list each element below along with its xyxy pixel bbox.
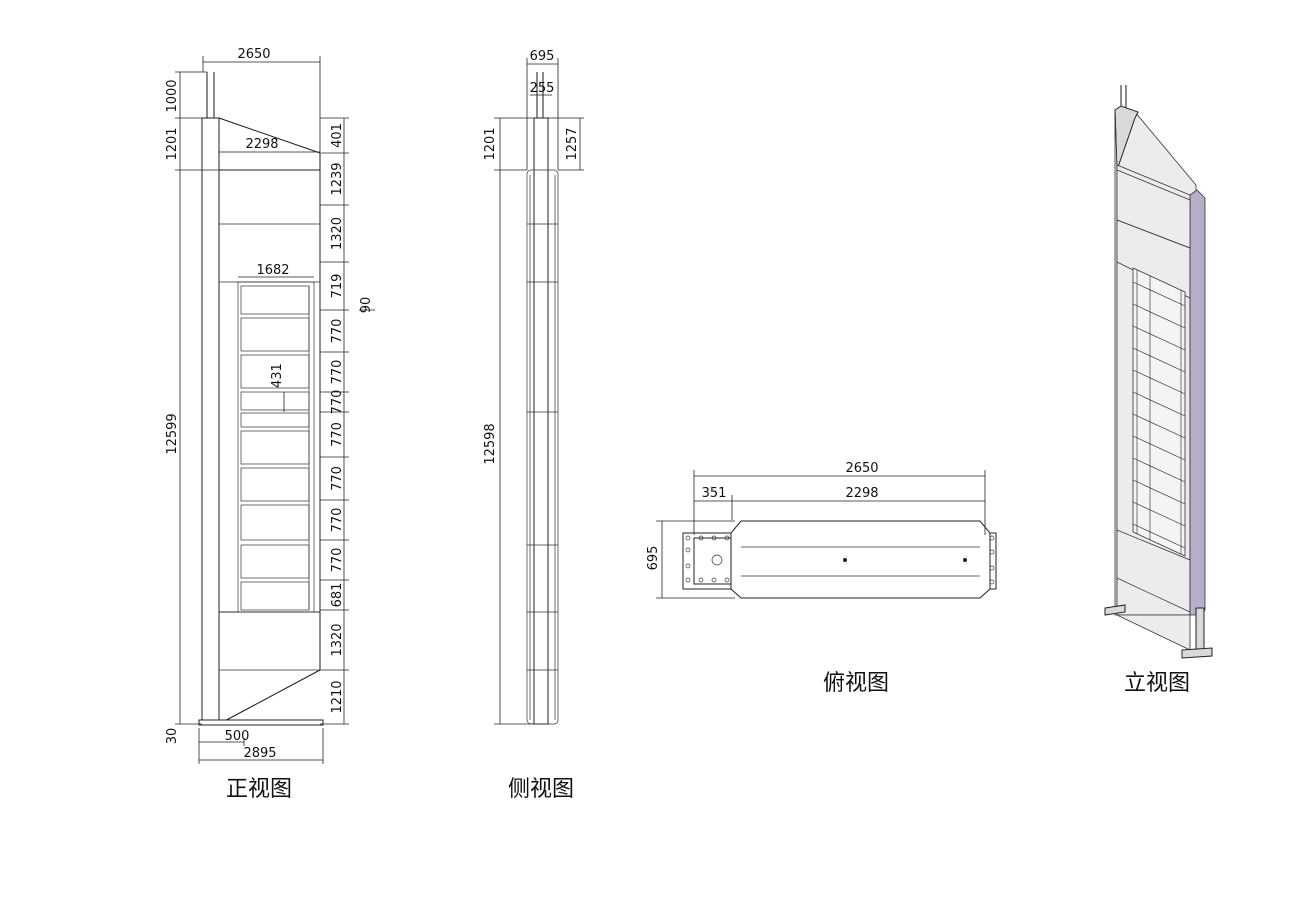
front-left-dim-3: 12599 — [165, 413, 180, 454]
front-left-dim-2: 1201 — [165, 127, 180, 160]
front-right-dim-1: 401 — [330, 123, 345, 148]
side-left-dim-2: 12598 — [483, 423, 498, 464]
front-right-dim-5: 770 — [330, 319, 345, 344]
front-right-dim-12: 681 — [330, 583, 345, 608]
front-right-dim-11: 770 — [330, 548, 345, 573]
front-right-dim-8: 770 — [330, 422, 345, 447]
front-inner-width-label: 2298 — [245, 137, 278, 152]
side-view-title: 侧视图 — [508, 777, 574, 802]
front-base-offset-label: 500 — [225, 729, 250, 744]
top-overall-label: 2650 — [845, 461, 878, 476]
iso-view: 立视图 — [1104, 85, 1213, 696]
top-depth-label: 695 — [646, 546, 661, 571]
front-left-dim-4: 30 — [165, 728, 180, 745]
front-right-dim-13: 1320 — [330, 623, 345, 656]
front-left-dim-1: 1000 — [165, 79, 180, 112]
side-pole-label: 255 — [530, 81, 555, 96]
side-depth-label: 695 — [530, 49, 555, 64]
front-view-title: 正视图 — [226, 777, 292, 802]
front-right-dim-4: 719 — [330, 274, 345, 299]
front-right-dim-7: 770 — [330, 390, 345, 415]
top-offset-label: 351 — [702, 486, 727, 501]
front-top-width-label: 2650 — [237, 47, 270, 62]
front-right-dim-6: 770 — [330, 360, 345, 385]
iso-view-title: 立视图 — [1124, 671, 1190, 696]
top-view-title: 俯视图 — [823, 671, 889, 696]
side-right-dim-1: 1257 — [565, 127, 580, 160]
side-view: 695 255 1201 12598 1257 侧视图 — [483, 49, 584, 802]
front-right-dim-9: 770 — [330, 466, 345, 491]
side-left-dim-1: 1201 — [483, 127, 498, 160]
front-right-dim-10: 770 — [330, 508, 345, 533]
front-window-inner-label: 431 — [270, 363, 285, 388]
front-right-dim-14: 1210 — [330, 680, 345, 713]
front-right-dim-3: 1320 — [330, 217, 345, 250]
front-side-offset-label: 90 — [359, 297, 374, 314]
front-right-dim-2: 1239 — [330, 162, 345, 195]
top-inner-label: 2298 — [845, 486, 878, 501]
top-view: 2650 351 2298 695 俯视图 — [646, 461, 997, 696]
front-view: 2650 2298 1682 431 1000 1201 12599 30 50… — [165, 47, 375, 802]
front-window-width-label: 1682 — [256, 263, 289, 278]
front-base-width-label: 2895 — [243, 746, 276, 761]
